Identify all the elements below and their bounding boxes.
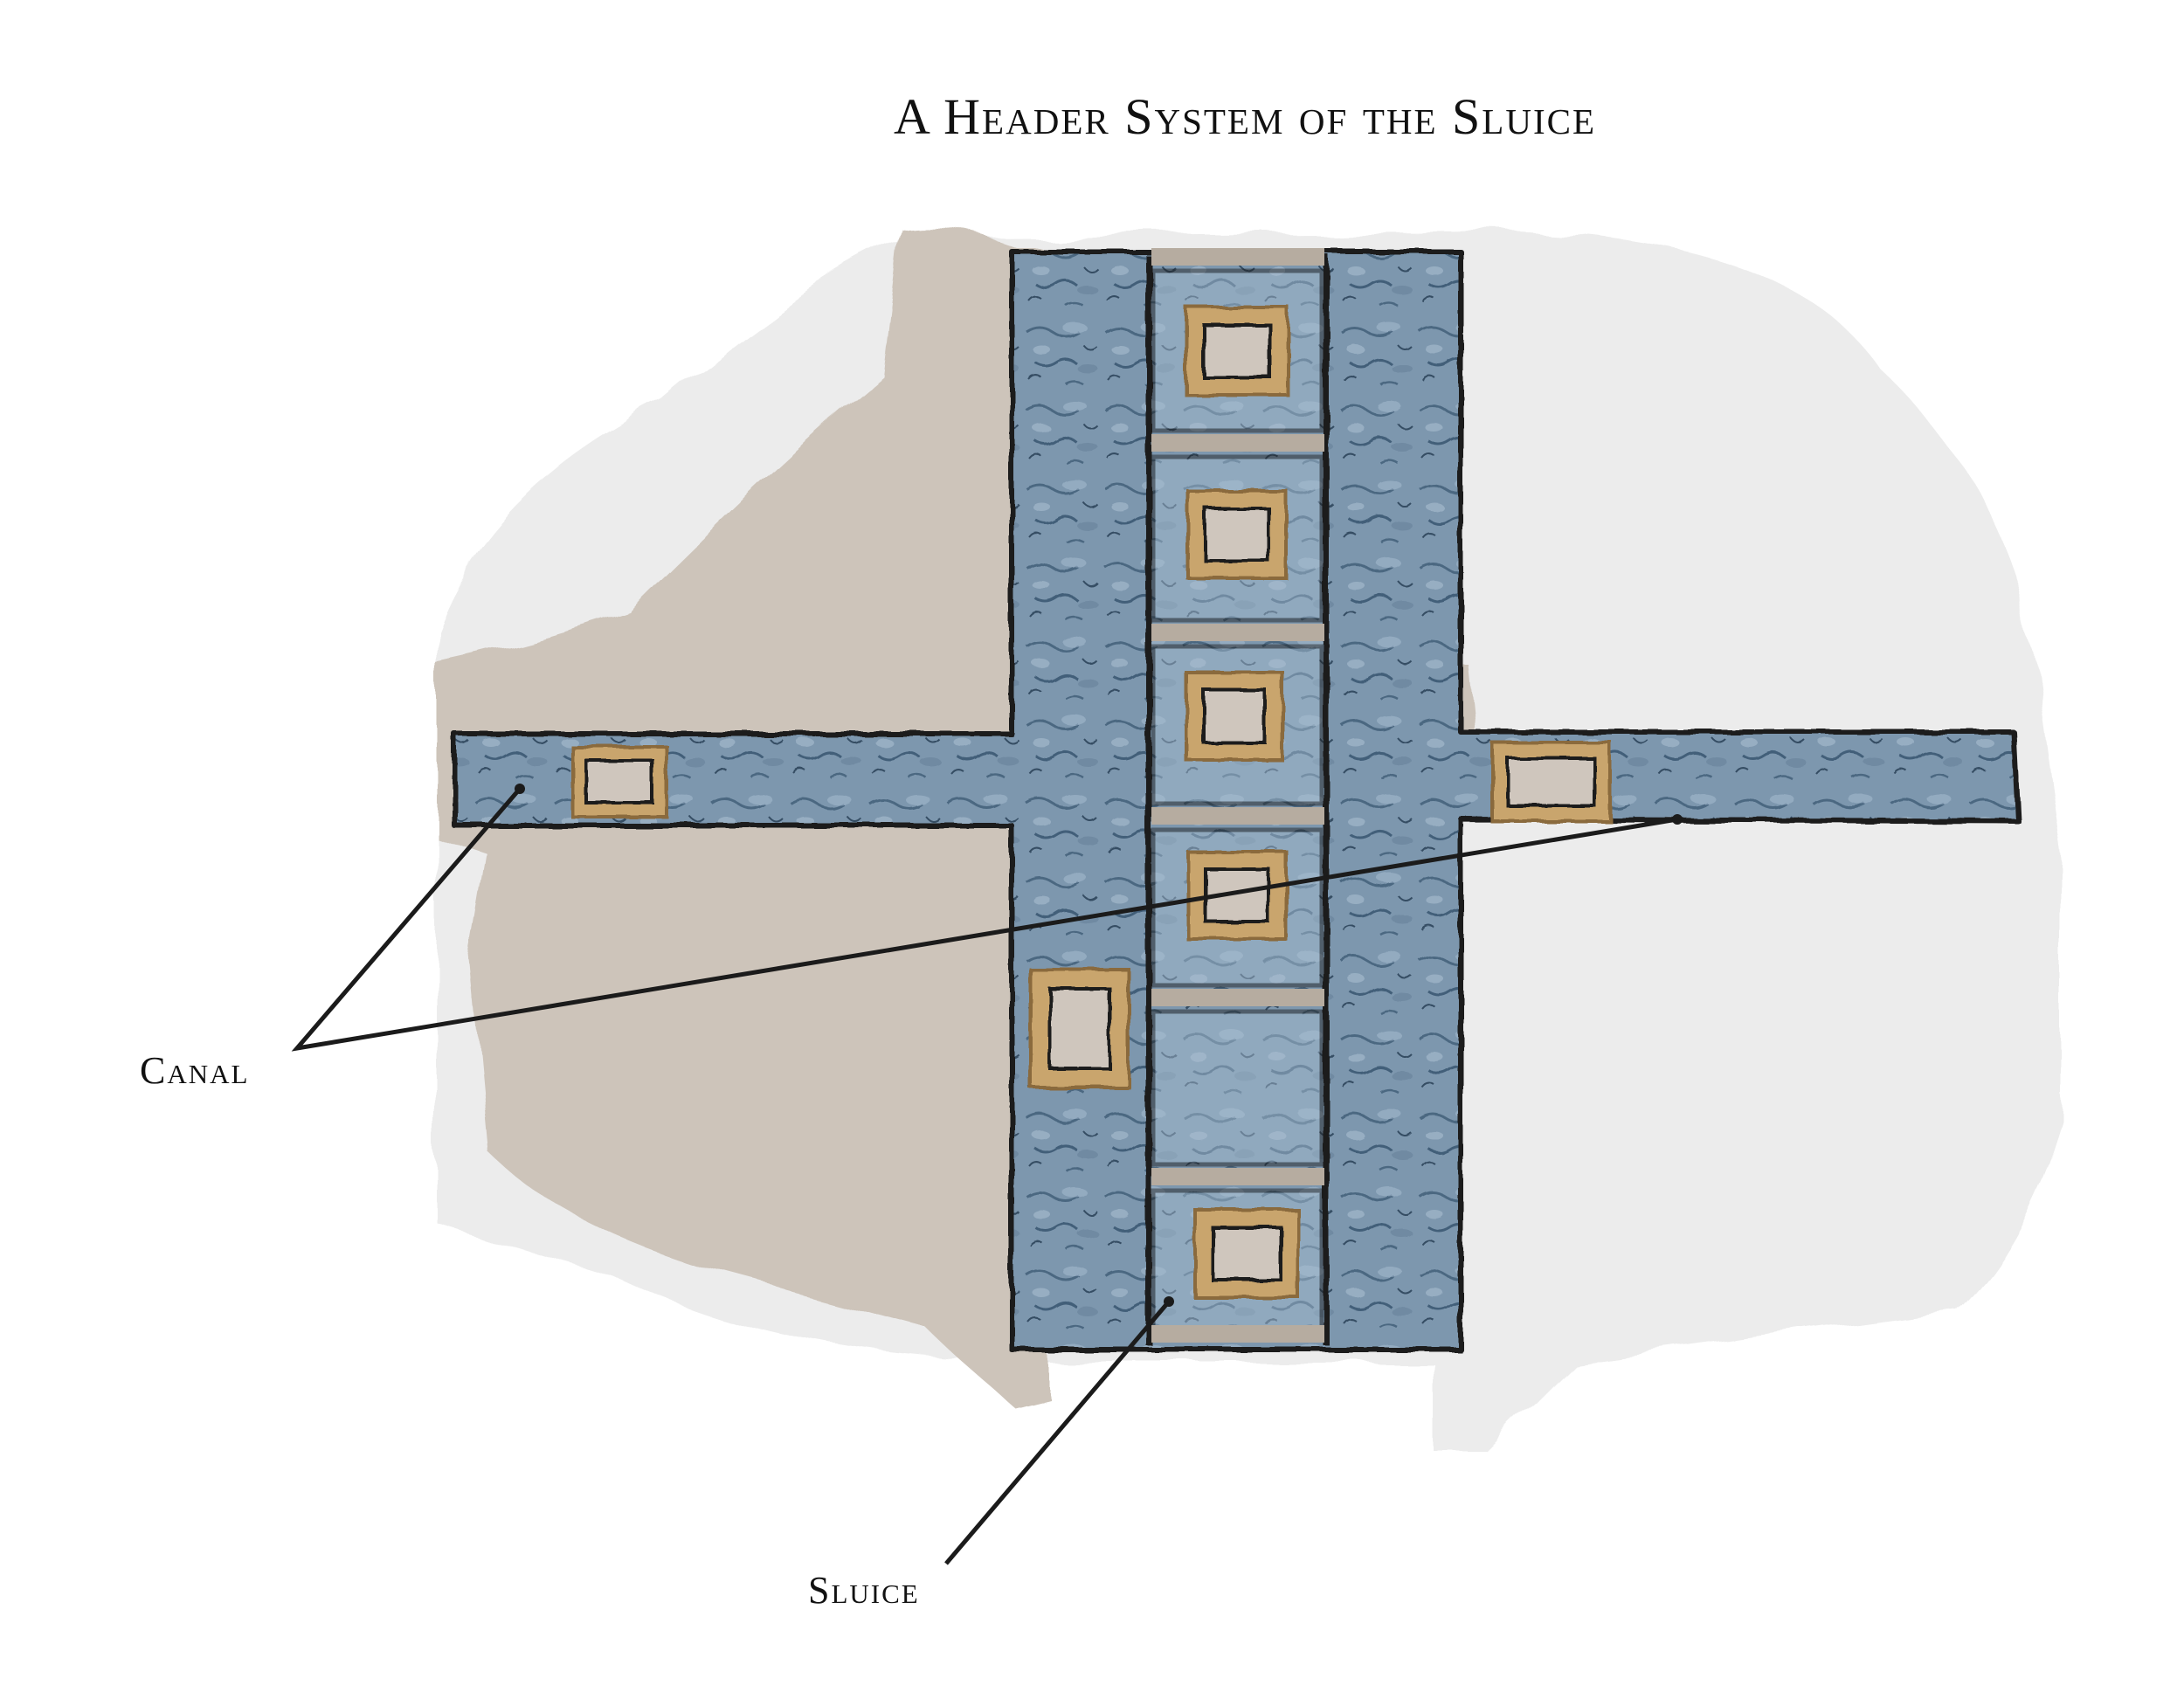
gate-opening [1506,756,1596,807]
canal-leader-dot-right [1672,814,1683,825]
compartment-divider [1151,989,1324,1006]
leader-lines [291,784,1683,1565]
diagram-title: A Header System of the Sluice [893,88,1596,145]
compartment-divider [1151,624,1324,641]
canal-leader-dot-left [515,784,525,794]
sluice-gate-icon [1029,968,1130,1089]
sluice-gate-icon [1186,489,1288,580]
compartment-divider [1151,1325,1324,1343]
compartment-divider [1151,1168,1324,1185]
gate-opening [1202,688,1267,744]
sluice-gate-icon [570,745,668,818]
water-texture [454,252,2018,1350]
sluice-dividers [1151,248,1324,1343]
sluice-gate-icon [1490,741,1612,823]
sluice-compartment [1151,268,1324,433]
gate-opening [584,759,654,805]
gate-opening [1202,323,1272,379]
canal-label: Canal [140,1049,250,1092]
gate-opening [1204,507,1270,563]
water-channels [452,249,2021,1352]
sluice-leader [944,1300,1171,1565]
sluice-gate-icon [1193,1208,1300,1299]
sluice-gate-icon [1185,306,1289,397]
sluice-gates [570,306,1612,1299]
compartment-divider [1151,807,1324,825]
sluice-compartment [1151,1009,1324,1167]
compartment-divider [1151,248,1324,266]
compartment-divider [1151,434,1324,452]
sluice-label: Sluice [808,1569,920,1612]
canal-leader [291,787,1678,1052]
water-outline [452,249,2021,1352]
sluice-leader-dot [1164,1296,1174,1307]
gate-opening [1211,1226,1282,1281]
sluice-gate-icon [1186,850,1288,941]
gate-opening [1048,987,1111,1070]
sluice-gate-icon [1185,671,1284,762]
